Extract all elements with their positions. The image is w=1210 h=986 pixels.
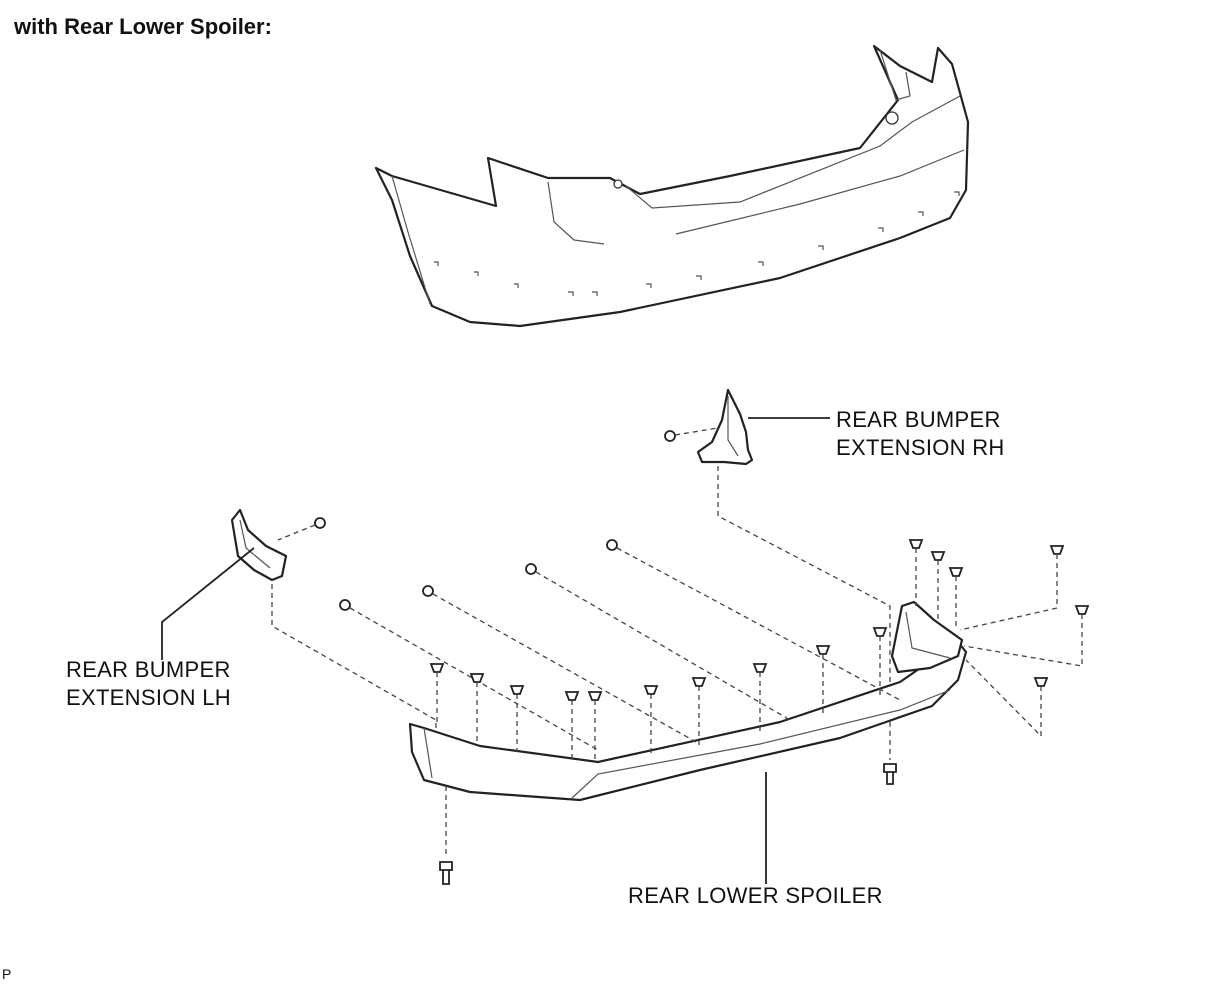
label-rear-bumper-extension-rh: REAR BUMPER EXTENSION RH <box>836 407 1005 460</box>
clip-icon <box>339 539 901 751</box>
label-rear-lower-spoiler: REAR LOWER SPOILER <box>628 883 883 908</box>
rear-bumper-extension-rh <box>664 388 891 760</box>
diagram-heading: with Rear Lower Spoiler: <box>14 14 272 39</box>
rear-lower-spoiler <box>408 600 968 884</box>
screw-icon <box>439 763 897 885</box>
corner-mark: P <box>2 966 12 982</box>
rear-bumper-extension-lh <box>161 508 437 740</box>
label-rear-bumper-extension-lh: REAR BUMPER EXTENSION LH <box>66 657 231 710</box>
rear-bumper-cover <box>374 44 970 328</box>
push-clip-icon <box>429 539 1090 760</box>
fasteners <box>339 539 1090 885</box>
